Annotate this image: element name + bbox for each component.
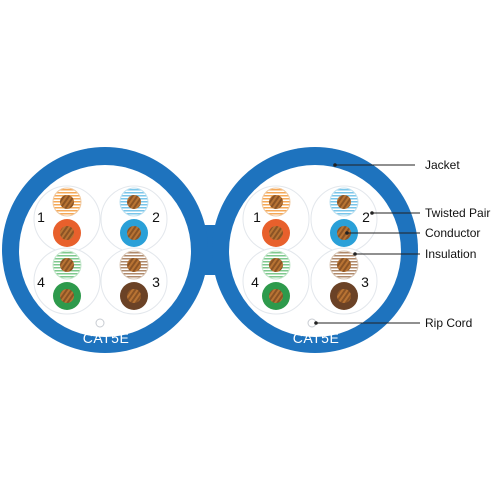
pair-2-blue: 2: [100, 185, 168, 253]
conductor: [337, 289, 351, 303]
conductor: [269, 289, 283, 303]
pair-3-brown: 3: [310, 247, 378, 315]
rip-cord-marker: [314, 321, 318, 325]
conductor: [60, 289, 74, 303]
pair-2-blue: 2: [310, 185, 378, 253]
cable-label: CAT5E: [293, 330, 340, 346]
conductor: [60, 195, 74, 209]
pair-outline: [242, 247, 310, 315]
pair-number-label: 1: [37, 209, 45, 225]
conductor: [269, 226, 283, 240]
pair-1-orange: 1: [33, 185, 101, 253]
pair-number-label: 1: [253, 209, 261, 225]
rip-cord-label: Rip Cord: [425, 316, 472, 330]
conductor: [337, 258, 351, 272]
insulation-marker: [353, 252, 357, 256]
jacket-marker: [333, 163, 337, 167]
conductor: [269, 195, 283, 209]
pair-3-brown: 3: [100, 247, 168, 315]
conductor: [127, 195, 141, 209]
conductor: [127, 258, 141, 272]
pair-number-label: 2: [362, 209, 370, 225]
conductor: [60, 258, 74, 272]
left-cable: 1 2 4 3 CAT5E: [33, 185, 168, 346]
conductor: [60, 226, 74, 240]
pair-outline: [100, 247, 168, 315]
right-cable-core: [229, 165, 401, 337]
conductor: [337, 195, 351, 209]
jacket-label: Jacket: [425, 158, 460, 172]
pair-4-green: 4: [242, 247, 310, 315]
pair-number-label: 3: [361, 274, 369, 290]
conductor-marker: [345, 231, 349, 235]
pair-number-label: 3: [152, 274, 160, 290]
pair-number-label: 2: [152, 209, 160, 225]
callout-lines: [316, 164, 420, 324]
cable-label: CAT5E: [83, 330, 130, 346]
rip-cord: [95, 318, 105, 328]
conductor: [127, 226, 141, 240]
pair-number-label: 4: [251, 274, 259, 290]
conductor: [127, 289, 141, 303]
conductor: [269, 258, 283, 272]
right-cable: 1 2 4 3 CAT5E: [242, 185, 378, 346]
pair-number-label: 4: [37, 274, 45, 290]
twisted-pair-label: Twisted Pair: [425, 206, 490, 220]
left-cable-core: [19, 165, 191, 337]
pair-outline: [310, 247, 378, 315]
pair-1-orange: 1: [242, 185, 310, 253]
conductor: [337, 226, 351, 240]
conductor-label: Conductor: [425, 226, 480, 240]
pair-outline: [33, 247, 101, 315]
callout-labels: Jacket Twisted Pair Conductor Insulation…: [425, 158, 490, 330]
pair-4-green: 4: [33, 247, 101, 315]
insulation-label: Insulation: [425, 247, 476, 261]
twisted-pair-marker: [370, 211, 374, 215]
callout-markers: [314, 163, 374, 325]
